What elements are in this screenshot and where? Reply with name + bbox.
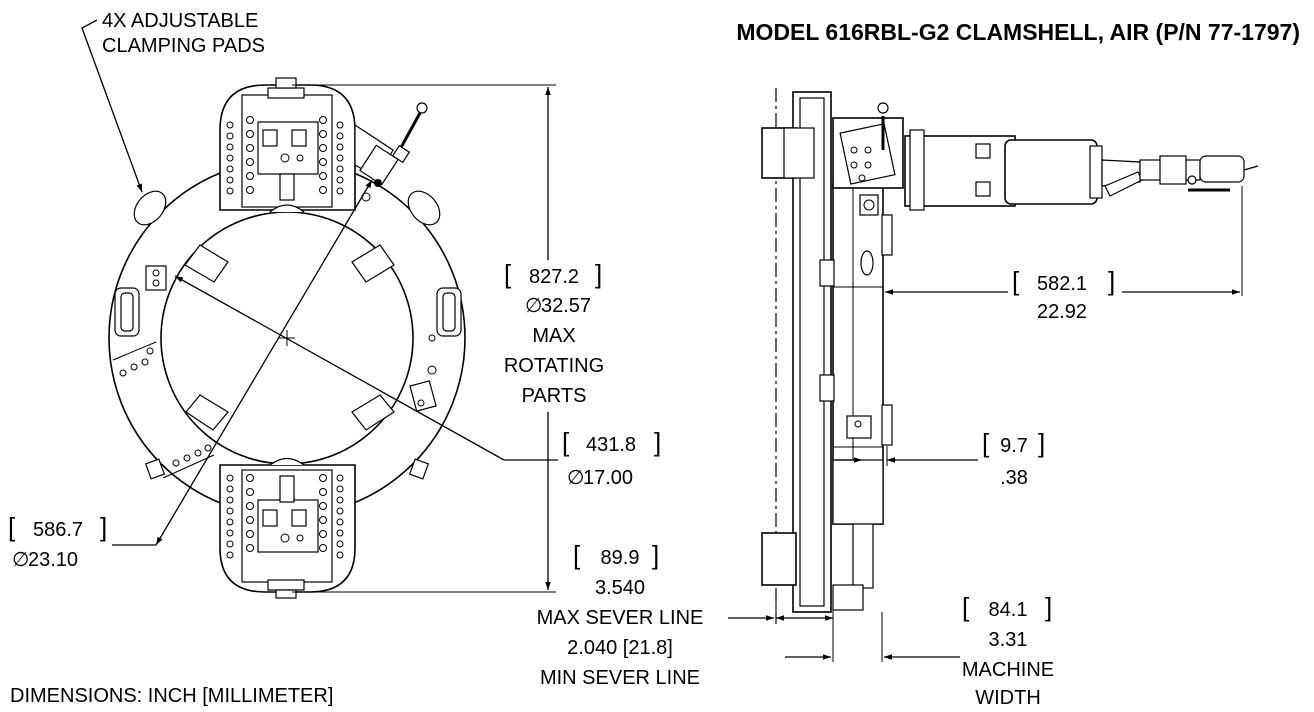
air-valve-handle bbox=[354, 102, 428, 202]
svg-text:23.10: 23.10 bbox=[28, 549, 78, 571]
svg-text:582.1: 582.1 bbox=[1037, 273, 1087, 295]
svg-text:WIDTH: WIDTH bbox=[975, 687, 1041, 709]
side-view bbox=[728, 88, 1259, 662]
machine-width-dim: [ 84.1 ] 3.31 MACHINE WIDTH bbox=[962, 592, 1054, 709]
svg-text:[: [ bbox=[1012, 266, 1020, 296]
bottom-clamp-block bbox=[219, 457, 356, 599]
svg-text:]: ] bbox=[1045, 592, 1052, 622]
clamping-pads-leader bbox=[81, 19, 143, 193]
svg-text:]: ] bbox=[652, 540, 659, 570]
outer-diameter-line bbox=[155, 179, 373, 546]
drawing-title: MODEL 616RBL-G2 CLAMSHELL, AIR (P/N 77-1… bbox=[736, 19, 1300, 45]
max-rotating-dim: [ 827.2 ] ∅ 32.57 MAX ROTATING PARTS bbox=[504, 259, 604, 407]
outer-diameter-dim: [ 586.7 ] ∅ 23.10 bbox=[8, 512, 107, 571]
svg-text:[: [ bbox=[573, 540, 581, 570]
svg-text:[: [ bbox=[504, 259, 512, 289]
svg-text:22.92: 22.92 bbox=[1037, 301, 1087, 323]
sever-line-dims: [ 89.9 ] 3.540 MAX SEVER LINE 2.040 [21.… bbox=[537, 540, 704, 689]
svg-text:.38: .38 bbox=[1000, 467, 1028, 489]
svg-text:[: [ bbox=[8, 512, 16, 542]
svg-text:]: ] bbox=[1038, 428, 1045, 458]
svg-text:17.00: 17.00 bbox=[583, 467, 633, 489]
svg-text:[: [ bbox=[962, 592, 970, 622]
svg-text:]: ] bbox=[595, 259, 602, 289]
svg-text:MACHINE: MACHINE bbox=[962, 659, 1054, 681]
offset-dim: [ 9.7 ] .38 bbox=[982, 428, 1045, 489]
svg-text:[: [ bbox=[982, 428, 990, 458]
svg-text:MAX: MAX bbox=[532, 325, 575, 347]
svg-text:]: ] bbox=[100, 512, 107, 542]
svg-text:CLAMPING PADS: CLAMPING PADS bbox=[102, 35, 265, 57]
svg-text:∅: ∅ bbox=[525, 295, 542, 317]
svg-text:[: [ bbox=[562, 427, 570, 457]
svg-text:3.540: 3.540 bbox=[595, 577, 645, 599]
clamping-pads bbox=[114, 190, 462, 337]
front-view bbox=[81, 19, 812, 599]
svg-text:586.7: 586.7 bbox=[33, 519, 83, 541]
svg-text:MIN SEVER LINE: MIN SEVER LINE bbox=[540, 667, 700, 689]
svg-text:]: ] bbox=[654, 427, 661, 457]
pads-callout: 4X ADJUSTABLE CLAMPING PADS bbox=[102, 10, 265, 57]
svg-text:2.040 [21.8]: 2.040 [21.8] bbox=[567, 637, 673, 659]
svg-text:∅: ∅ bbox=[12, 549, 29, 571]
svg-text:]: ] bbox=[1108, 266, 1115, 296]
svg-text:827.2: 827.2 bbox=[529, 266, 579, 288]
svg-text:431.8: 431.8 bbox=[586, 434, 636, 456]
svg-text:MAX SEVER LINE: MAX SEVER LINE bbox=[537, 607, 704, 629]
svg-text:PARTS: PARTS bbox=[522, 385, 587, 407]
svg-text:4X ADJUSTABLE: 4X ADJUSTABLE bbox=[102, 10, 258, 32]
reach-dim: [ 582.1 ] 22.92 bbox=[1012, 266, 1115, 323]
svg-text:∅: ∅ bbox=[567, 467, 584, 489]
inner-diameter-dim: [ 431.8 ] ∅ 17.00 bbox=[562, 427, 661, 489]
svg-text:9.7: 9.7 bbox=[1000, 435, 1028, 457]
svg-text:ROTATING: ROTATING bbox=[504, 355, 604, 377]
svg-text:89.9: 89.9 bbox=[601, 547, 640, 569]
top-clamp-block bbox=[219, 77, 356, 213]
svg-text:32.57: 32.57 bbox=[541, 295, 591, 317]
units-note: DIMENSIONS: INCH [MILLIMETER] bbox=[10, 685, 333, 707]
svg-text:3.31: 3.31 bbox=[989, 629, 1028, 651]
svg-text:84.1: 84.1 bbox=[989, 599, 1028, 621]
